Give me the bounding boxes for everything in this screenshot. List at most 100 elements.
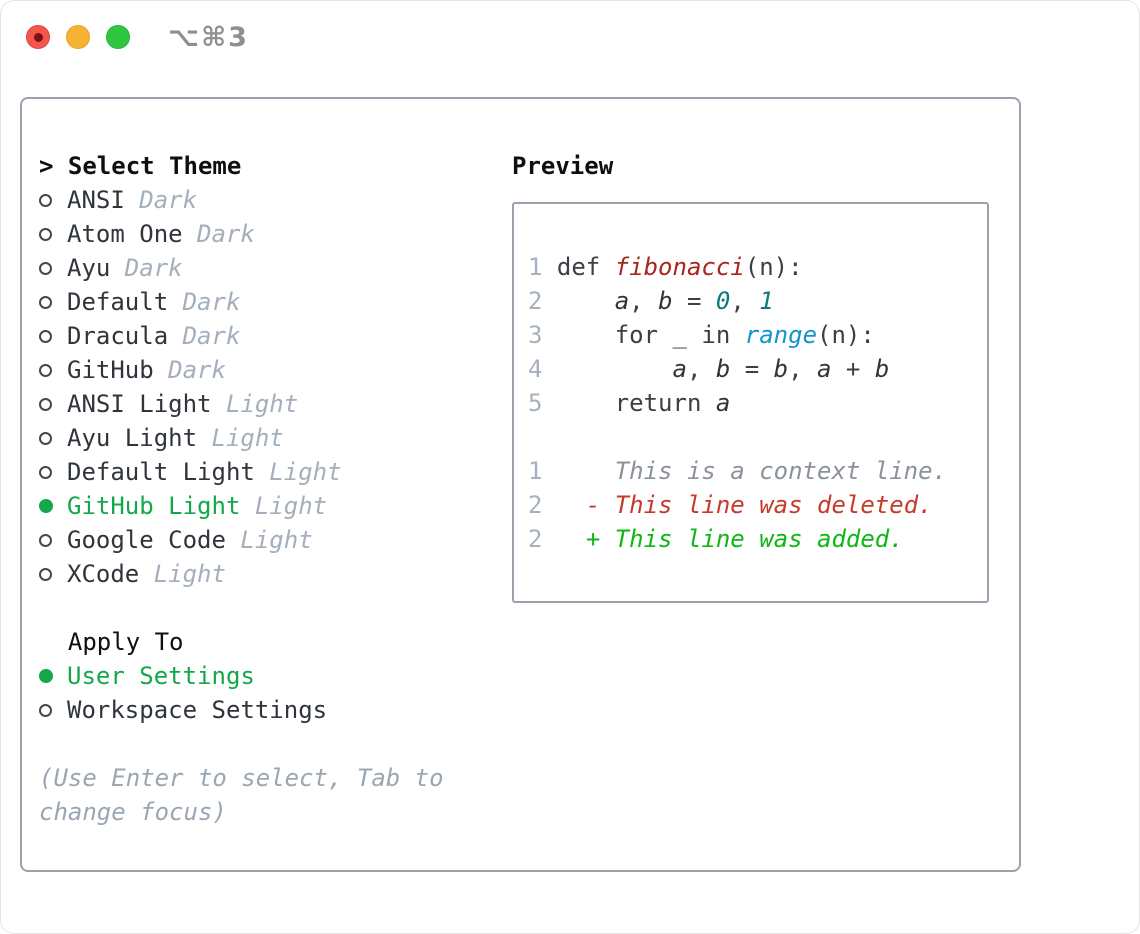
theme-option[interactable]: Ayu Light Light — [39, 421, 512, 455]
theme-option[interactable]: ANSI Light Light — [39, 387, 512, 421]
option-variant: Dark — [168, 322, 241, 350]
diff-preview: 1 This is a context line.2 - This line w… — [528, 454, 987, 556]
code-segment — [730, 321, 744, 349]
code-segment — [542, 389, 614, 417]
code-segment: - This line was deleted. — [585, 491, 933, 519]
option-label: Google Code — [67, 526, 226, 554]
option-label: Ayu — [67, 254, 111, 282]
code-segment: _ — [658, 321, 702, 349]
theme-option[interactable]: ANSI Dark — [39, 183, 512, 217]
theme-option[interactable]: Ayu Dark — [39, 251, 512, 285]
code-segment: , — [788, 355, 818, 383]
code-line: 1 def fibonacci(n): — [528, 250, 987, 284]
code-line: 2 a, b = 0, 1 — [528, 284, 987, 318]
theme-option[interactable]: Default Light Light — [39, 455, 512, 489]
diff-line: 2 + This line was added. — [528, 522, 987, 556]
apply-option[interactable]: User Settings — [39, 659, 512, 693]
option-variant: Light — [211, 390, 299, 418]
option-label: GitHub Light — [67, 492, 241, 520]
code-segment: 0 — [715, 287, 731, 315]
option-variant: Dark — [110, 254, 183, 282]
theme-option[interactable]: XCode Light — [39, 557, 512, 591]
code-segment: fibonacci — [614, 253, 745, 281]
radio-icon — [39, 533, 52, 547]
option-label: Atom One — [67, 220, 183, 248]
option-variant: Light — [139, 560, 226, 588]
code-line: 3 for _ in range(n): — [528, 318, 987, 352]
radio-icon — [39, 397, 52, 411]
radio-selected-icon — [39, 499, 53, 513]
option-label: Workspace Settings — [67, 696, 328, 724]
code-segment — [542, 287, 614, 315]
code-segment: return — [614, 389, 716, 417]
code-segment — [542, 525, 585, 553]
code-segment: + This line was added. — [585, 525, 904, 553]
theme-option[interactable]: Default Dark — [39, 285, 512, 319]
option-variant: Dark — [182, 220, 255, 248]
line-number: 5 — [528, 389, 543, 417]
spacer — [39, 591, 512, 625]
line-number: 3 — [528, 321, 543, 349]
radio-selected-icon — [39, 669, 53, 683]
code-segment: (n): — [744, 253, 803, 281]
option-variant: Dark — [124, 186, 198, 214]
option-variant: Light — [240, 492, 328, 520]
radio-icon — [39, 431, 52, 445]
code-segment: b — [874, 355, 890, 383]
preview-column: Preview 1 def fibonacci(n):2 a, b = 0, 1… — [512, 149, 1019, 829]
code-segment: a — [715, 389, 731, 417]
option-label: Default Light — [67, 458, 255, 486]
spacer — [528, 420, 987, 454]
preview-header: Preview — [512, 152, 614, 180]
option-label: Ayu Light — [67, 424, 198, 452]
code-segment: a — [672, 355, 687, 383]
theme-option[interactable]: GitHub Light Light — [39, 489, 512, 523]
code-segment: + — [831, 355, 875, 383]
code-line: 5 return a — [528, 386, 987, 420]
line-number: 1 — [528, 253, 543, 281]
close-icon[interactable] — [26, 25, 50, 49]
option-label: XCode — [67, 560, 140, 588]
option-label: Dracula — [67, 322, 169, 350]
theme-option[interactable]: Dracula Dark — [39, 319, 512, 353]
option-variant: Dark — [168, 288, 241, 316]
code-segment: a — [614, 287, 630, 315]
minimize-icon[interactable] — [66, 25, 90, 49]
hint-text: (Use Enter to select, Tab to change focu… — [39, 764, 444, 826]
zoom-icon[interactable] — [106, 25, 130, 49]
code-segment: = — [672, 287, 716, 315]
code-segment: This is a context line. — [542, 457, 948, 485]
radio-icon — [39, 567, 52, 581]
apply-to-header: Apply To — [39, 628, 184, 656]
code-segment: b — [773, 355, 789, 383]
radio-icon — [39, 363, 52, 377]
theme-option[interactable]: GitHub Dark — [39, 353, 512, 387]
option-variant: Dark — [153, 356, 226, 384]
diff-line: 2 - This line was deleted. — [528, 488, 987, 522]
radio-icon — [39, 193, 52, 207]
radio-icon — [39, 295, 52, 309]
option-variant: Light — [225, 526, 313, 554]
code-segment — [542, 491, 585, 519]
theme-option[interactable]: Atom One Dark — [39, 217, 512, 251]
radio-icon — [39, 329, 52, 343]
code-segment: 1 — [759, 287, 774, 315]
theme-option[interactable]: Google Code Light — [39, 523, 512, 557]
diff-line: 1 This is a context line. — [528, 454, 987, 488]
window-title: ⌥⌘3 — [168, 22, 249, 53]
radio-icon — [39, 465, 52, 479]
code-line: 4 a, b = b, a + b — [528, 352, 987, 386]
option-label: ANSI — [67, 186, 125, 214]
radio-icon — [39, 227, 52, 241]
code-segment: range — [744, 321, 818, 349]
option-label: User Settings — [67, 662, 255, 690]
code-segment: in — [701, 321, 731, 349]
radio-icon — [39, 261, 52, 275]
apply-option[interactable]: Workspace Settings — [39, 693, 512, 727]
